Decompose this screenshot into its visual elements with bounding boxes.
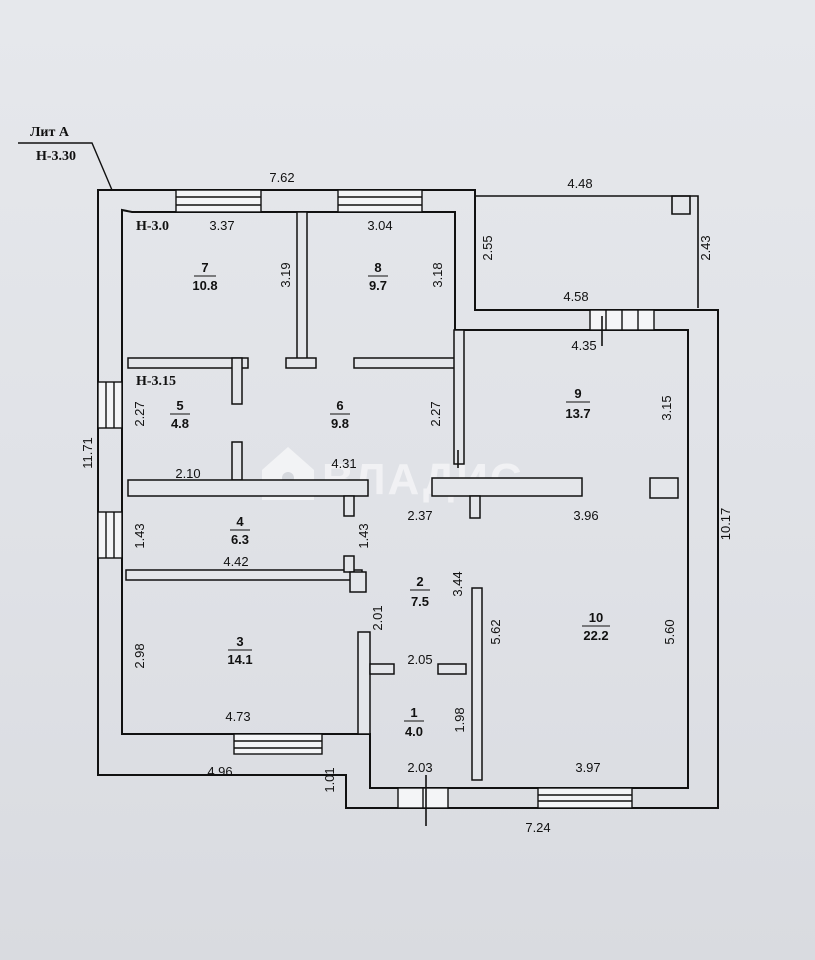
room-3-number: 3 <box>236 634 243 649</box>
dim-room4-left: 1.43 <box>132 523 147 548</box>
dim-room4-width: 4.42 <box>223 554 248 569</box>
room-2-number: 2 <box>416 574 423 589</box>
dim-room2-height: 3.44 <box>450 571 465 596</box>
dim-right-total: 10.17 <box>718 508 733 541</box>
dim-bottom-left: 4.96 <box>207 764 232 779</box>
dim-room1-top: 2.01 <box>370 605 385 630</box>
room-9-number: 9 <box>574 386 581 401</box>
room-4-number: 4 <box>236 514 244 529</box>
dim-room1-width-top: 2.05 <box>407 652 432 667</box>
room-8-number: 8 <box>374 260 381 275</box>
room-3-area: 14.1 <box>227 652 252 667</box>
entrance-marks <box>425 316 603 826</box>
dim-room3-width: 4.73 <box>225 709 250 724</box>
dimension-labels-horizontal: 7.62 3.37 3.04 4.48 4.58 4.35 2.10 4.31 … <box>175 170 600 835</box>
dim-room6-width: 4.31 <box>331 456 356 471</box>
dim-room7-height: 3.19 <box>278 262 293 287</box>
dim-corridor-width: 2.37 <box>407 508 432 523</box>
room-7-area: 10.8 <box>192 278 217 293</box>
dim-room8-width: 3.04 <box>367 218 392 233</box>
room-6-area: 9.8 <box>331 416 349 431</box>
dim-bottom-right: 7.24 <box>525 820 550 835</box>
room-6-number: 6 <box>336 398 343 413</box>
dim-room4-right: 1.43 <box>356 523 371 548</box>
dim-room1-height: 1.98 <box>452 707 467 732</box>
height-main-label: Н-3.30 <box>36 149 76 164</box>
extension-outline <box>475 195 699 308</box>
lit-label: Лит А <box>30 125 70 140</box>
dim-step: 1.01 <box>322 767 337 792</box>
dim-room6-height: 2.27 <box>428 401 443 426</box>
room-2-area: 7.5 <box>411 594 429 609</box>
room-9-area: 13.7 <box>565 406 590 421</box>
dim-room7-width: 3.37 <box>209 218 234 233</box>
dim-ext-right: 2.43 <box>698 235 713 260</box>
windows <box>97 189 655 809</box>
dim-room1-width-bottom: 2.03 <box>407 760 432 775</box>
dim-room10-left: 5.62 <box>488 619 503 644</box>
dim-ext-left: 2.55 <box>480 235 495 260</box>
dim-room10-bottom: 3.97 <box>575 760 600 775</box>
dim-room5-height: 2.27 <box>132 401 147 426</box>
dim-top-total: 7.62 <box>269 170 294 185</box>
leader-line <box>18 142 113 191</box>
dim-room9-height: 3.15 <box>659 395 674 420</box>
height-label-2: Н-3.15 <box>136 374 176 389</box>
outer-walls <box>97 189 719 809</box>
room-labels: 7 10.8 8 9.7 6 9.8 5 4.8 4 6.3 3 14.1 2 … <box>170 260 610 739</box>
height-label-1: Н-3.0 <box>136 219 169 234</box>
dim-room3-height: 2.98 <box>132 643 147 668</box>
interior-walls <box>125 211 679 781</box>
dim-room10-right: 5.60 <box>662 619 677 644</box>
room-4-area: 6.3 <box>231 532 249 547</box>
dim-room5-width: 2.10 <box>175 466 200 481</box>
dimension-labels-vertical: 3.19 3.18 2.55 2.43 3.15 11.71 2.27 2.27… <box>80 235 733 792</box>
dim-room9-top: 4.35 <box>571 338 596 353</box>
room-10-area: 22.2 <box>583 628 608 643</box>
dim-left-total: 11.71 <box>80 437 95 469</box>
room-1-area: 4.0 <box>405 724 423 739</box>
room-10-number: 10 <box>589 610 603 625</box>
dim-room9-bottom: 3.96 <box>573 508 598 523</box>
room-8-area: 9.7 <box>369 278 387 293</box>
dim-ext-top: 4.48 <box>567 176 592 191</box>
room-5-area: 4.8 <box>171 416 189 431</box>
dim-ext-bottom: 4.58 <box>563 289 588 304</box>
dim-room8-height: 3.18 <box>430 262 445 287</box>
room-1-number: 1 <box>410 705 417 720</box>
room-5-number: 5 <box>176 398 183 413</box>
room-7-number: 7 <box>201 260 208 275</box>
